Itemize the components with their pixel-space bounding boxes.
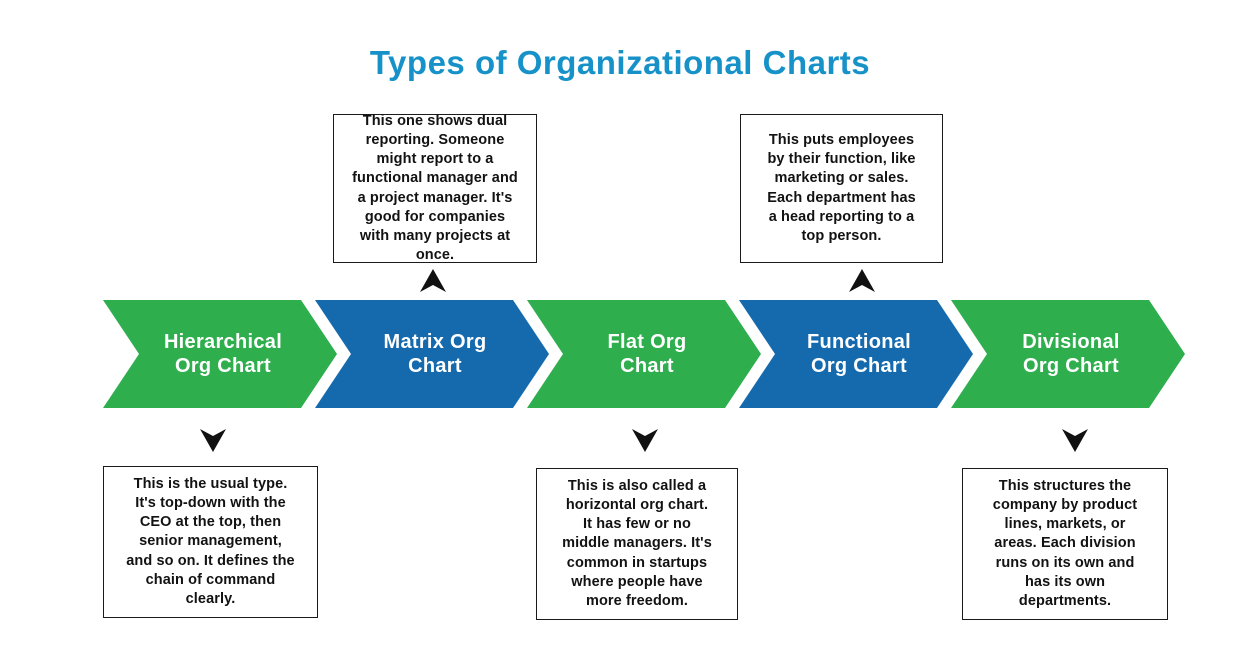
chevron-label-line1: Divisional bbox=[1022, 331, 1119, 353]
up-arrow-icon bbox=[849, 269, 875, 292]
chevron-label-line2: Chart bbox=[408, 355, 462, 377]
description-text-divisional: This structures the company by product l… bbox=[992, 478, 1138, 609]
chevron-functional bbox=[739, 300, 973, 408]
chevron-flat bbox=[527, 300, 761, 408]
chevron-label-line2: Org Chart bbox=[175, 355, 271, 377]
description-text-matrix: This one shows dual reporting. Someone m… bbox=[352, 113, 518, 263]
description-text-functional: This puts employees by their function, l… bbox=[767, 132, 916, 244]
chevron-label-line1: Functional bbox=[807, 331, 911, 353]
page-title: Types of Organizational Charts bbox=[369, 44, 871, 81]
chevron-divisional bbox=[951, 300, 1185, 408]
description-box-hierarchical: This is the usual type. It's top-down wi… bbox=[103, 466, 318, 618]
chevron-matrix bbox=[315, 300, 549, 408]
chevron-label-line2: Org Chart bbox=[1023, 355, 1119, 377]
description-box-divisional: This structures the company by product l… bbox=[962, 468, 1168, 620]
description-box-functional: This puts employees by their function, l… bbox=[740, 114, 943, 263]
up-arrow-icon bbox=[420, 269, 446, 292]
chevron-hierarchical bbox=[103, 300, 337, 408]
chevron-label-line2: Org Chart bbox=[811, 355, 907, 377]
chevron-label-line1: Hierarchical bbox=[164, 331, 282, 353]
down-arrow-icon bbox=[200, 429, 226, 452]
description-text-hierarchical: This is the usual type. It's top-down wi… bbox=[126, 476, 295, 607]
down-arrow-icon bbox=[1062, 429, 1088, 452]
down-arrow-icon bbox=[632, 429, 658, 452]
chevron-label-line1: Flat Org bbox=[607, 331, 686, 353]
description-box-flat: This is also called a horizontal org cha… bbox=[536, 468, 738, 620]
chevron-band: Hierarchical Org Chart Matrix Org Chart … bbox=[103, 300, 1185, 408]
chevron-label-line2: Chart bbox=[620, 355, 674, 377]
description-box-matrix: This one shows dual reporting. Someone m… bbox=[333, 113, 537, 263]
description-text-flat: This is also called a horizontal org cha… bbox=[562, 478, 712, 609]
chevron-label-line1: Matrix Org bbox=[383, 331, 486, 353]
